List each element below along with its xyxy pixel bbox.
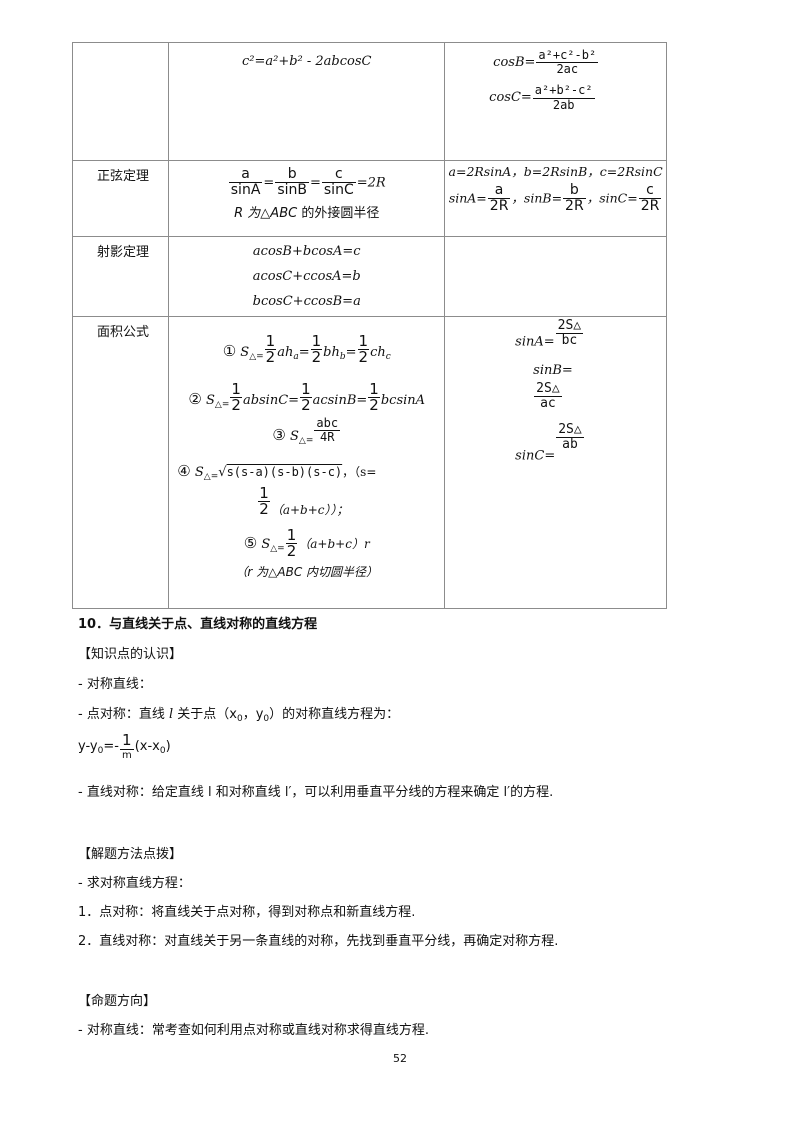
row-label-sine-law: 正弦定理 [97, 169, 150, 184]
method-line-1: - 求对称直线方程： [78, 876, 191, 891]
projection-line-1: acosB+bcosA=c [252, 244, 361, 259]
method-line-2: 1．点对称：将直线关于点对称，得到对称点和新直线方程. [78, 905, 416, 920]
area-derived-cell: sinA=2S△bc sinB= 2S△ac sinC=2S△ab [444, 316, 667, 609]
area-formula-4: ④ S△=√s(s-a)(s-b)(s-c)，（s= [177, 462, 377, 483]
knowledge-line-3: - 直线对称：给定直线 l 和对称直线 l′，可以利用垂直平分线的方程来确定 l… [78, 785, 554, 800]
section-heading: 10．与直线关于点、直线对称的直线方程 [78, 617, 318, 632]
area-sinC: sinC=2S△ab [515, 422, 584, 464]
cosine-law-formula-cell: c²=a²+b² - 2abcosC [168, 42, 446, 161]
cosine-law-formula: c²=a²+b² - 2abcosC [241, 54, 372, 69]
row-projection: 射影定理 acosB+bcosA=c acosC+ccosA=b bcosC+c… [71, 236, 667, 317]
area-sinB-label: sinB= [533, 362, 573, 378]
sides-from-sines: a=2RsinA，b=2RsinB，c=2RsinC [448, 164, 663, 179]
row-label-projection: 射影定理 [97, 245, 150, 260]
sqrt-icon: √ [218, 465, 227, 481]
row-label-area: 面积公式 [97, 325, 150, 340]
projection-empty-cell [444, 236, 667, 317]
inradius-note: （r 为△ABC 内切圆半径） [235, 565, 379, 580]
method-title: 【解题方法点拨】 [78, 847, 183, 862]
knowledge-title: 【知识点的认识】 [78, 647, 183, 662]
direction-title: 【命题方向】 [78, 994, 157, 1009]
method-line-3: 2．直线对称：对直线关于另一条直线的对称，先找到垂直平分线，再确定对称方程. [78, 934, 559, 949]
knowledge-line-1: - 对称直线： [78, 677, 152, 692]
projection-line-3: bcosC+ccosB=a [252, 294, 361, 309]
circumradius-note: R 为△ABC 的外接圆半径 [234, 205, 380, 221]
row-label-empty [71, 42, 170, 161]
page-number: 52 [393, 1052, 407, 1065]
area-sinB-fraction: 2S△ac [534, 380, 562, 411]
projection-cell: acosB+bcosA=c acosC+ccosA=b bcosC+ccosB=… [168, 236, 446, 317]
direction-line-1: - 对称直线：常考查如何利用点对称或直线对称求得直线方程. [78, 1023, 429, 1038]
knowledge-line-2: - 点对称：直线 l 关于点（x0，y0）的对称直线方程为： [78, 707, 400, 724]
area-sinA: sinA=2S△bc [515, 318, 584, 350]
projection-line-2: acosC+ccosA=b [252, 269, 361, 284]
